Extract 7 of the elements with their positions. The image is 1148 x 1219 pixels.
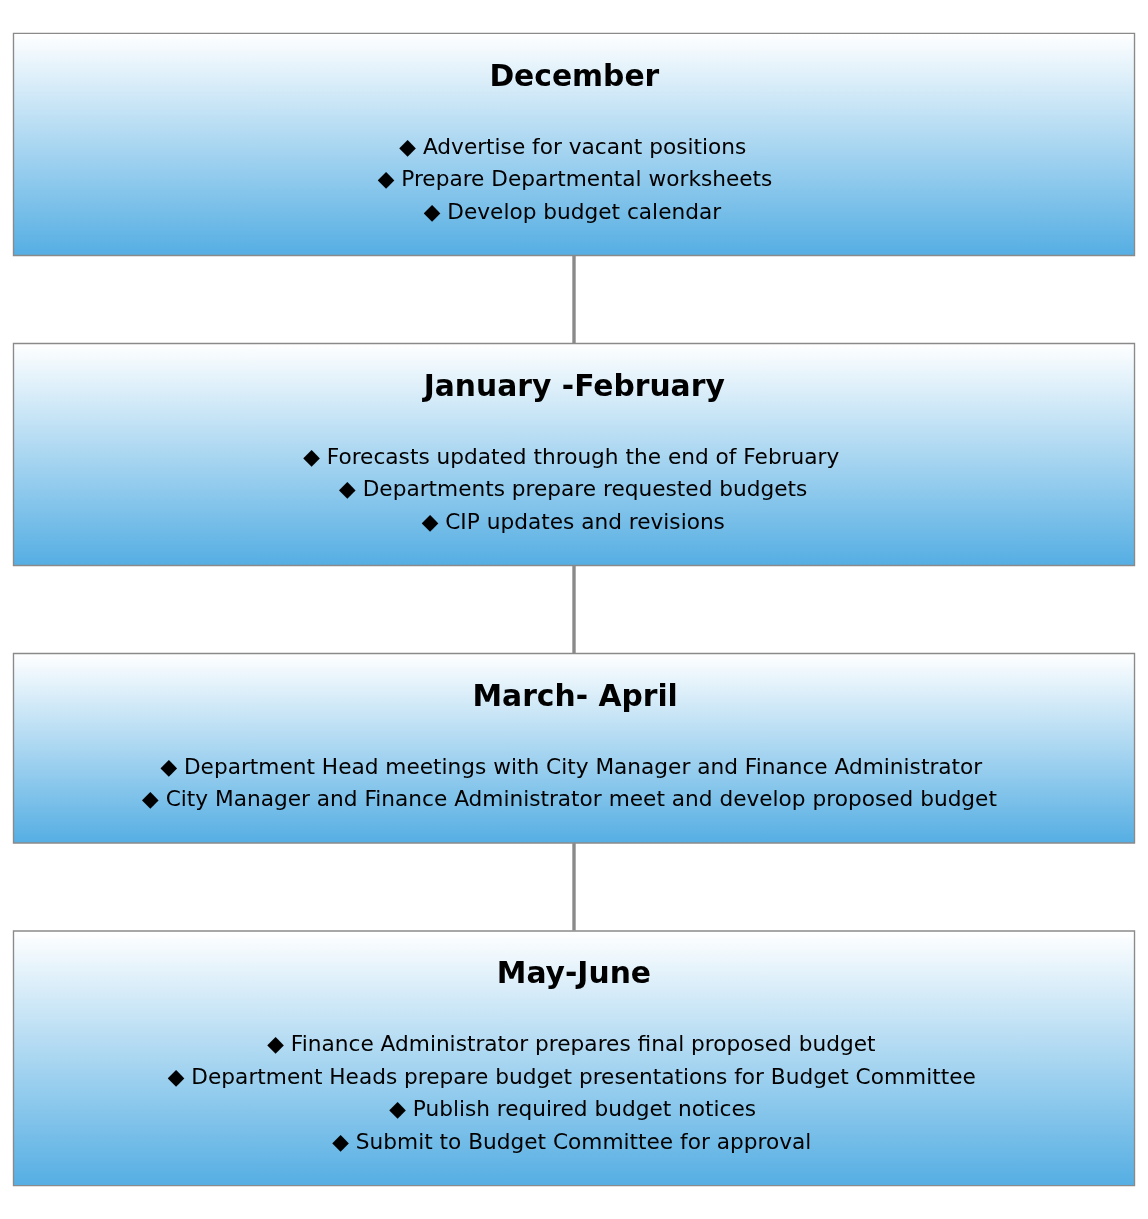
node-box: May-June ◆ Finance Administrator prepares final proposed budget ◆ Department Heads prepare budget presentations for Budget Committee ◆ Publish required budget notices ◆ Submit to Budget Committee for approval — [12, 930, 1136, 1187]
node-box: January -February ◆ Forecasts updated through the end of February ◆ Departments prepare requested budgets ◆ CIP updates and revisions — [12, 342, 1136, 567]
node-box: March- April ◆ Department Head meetings with City Manager and Finance Administrator ◆ City Manager and Finance Administrator meet and develop proposed budget — [12, 652, 1136, 844]
connector — [572, 255, 576, 344]
connector — [572, 565, 576, 654]
node-box: December ◆ Advertise for vacant positions ◆ Prepare Departmental worksheets ◆ Develop budget calendar — [12, 32, 1136, 257]
connector — [572, 843, 576, 931]
